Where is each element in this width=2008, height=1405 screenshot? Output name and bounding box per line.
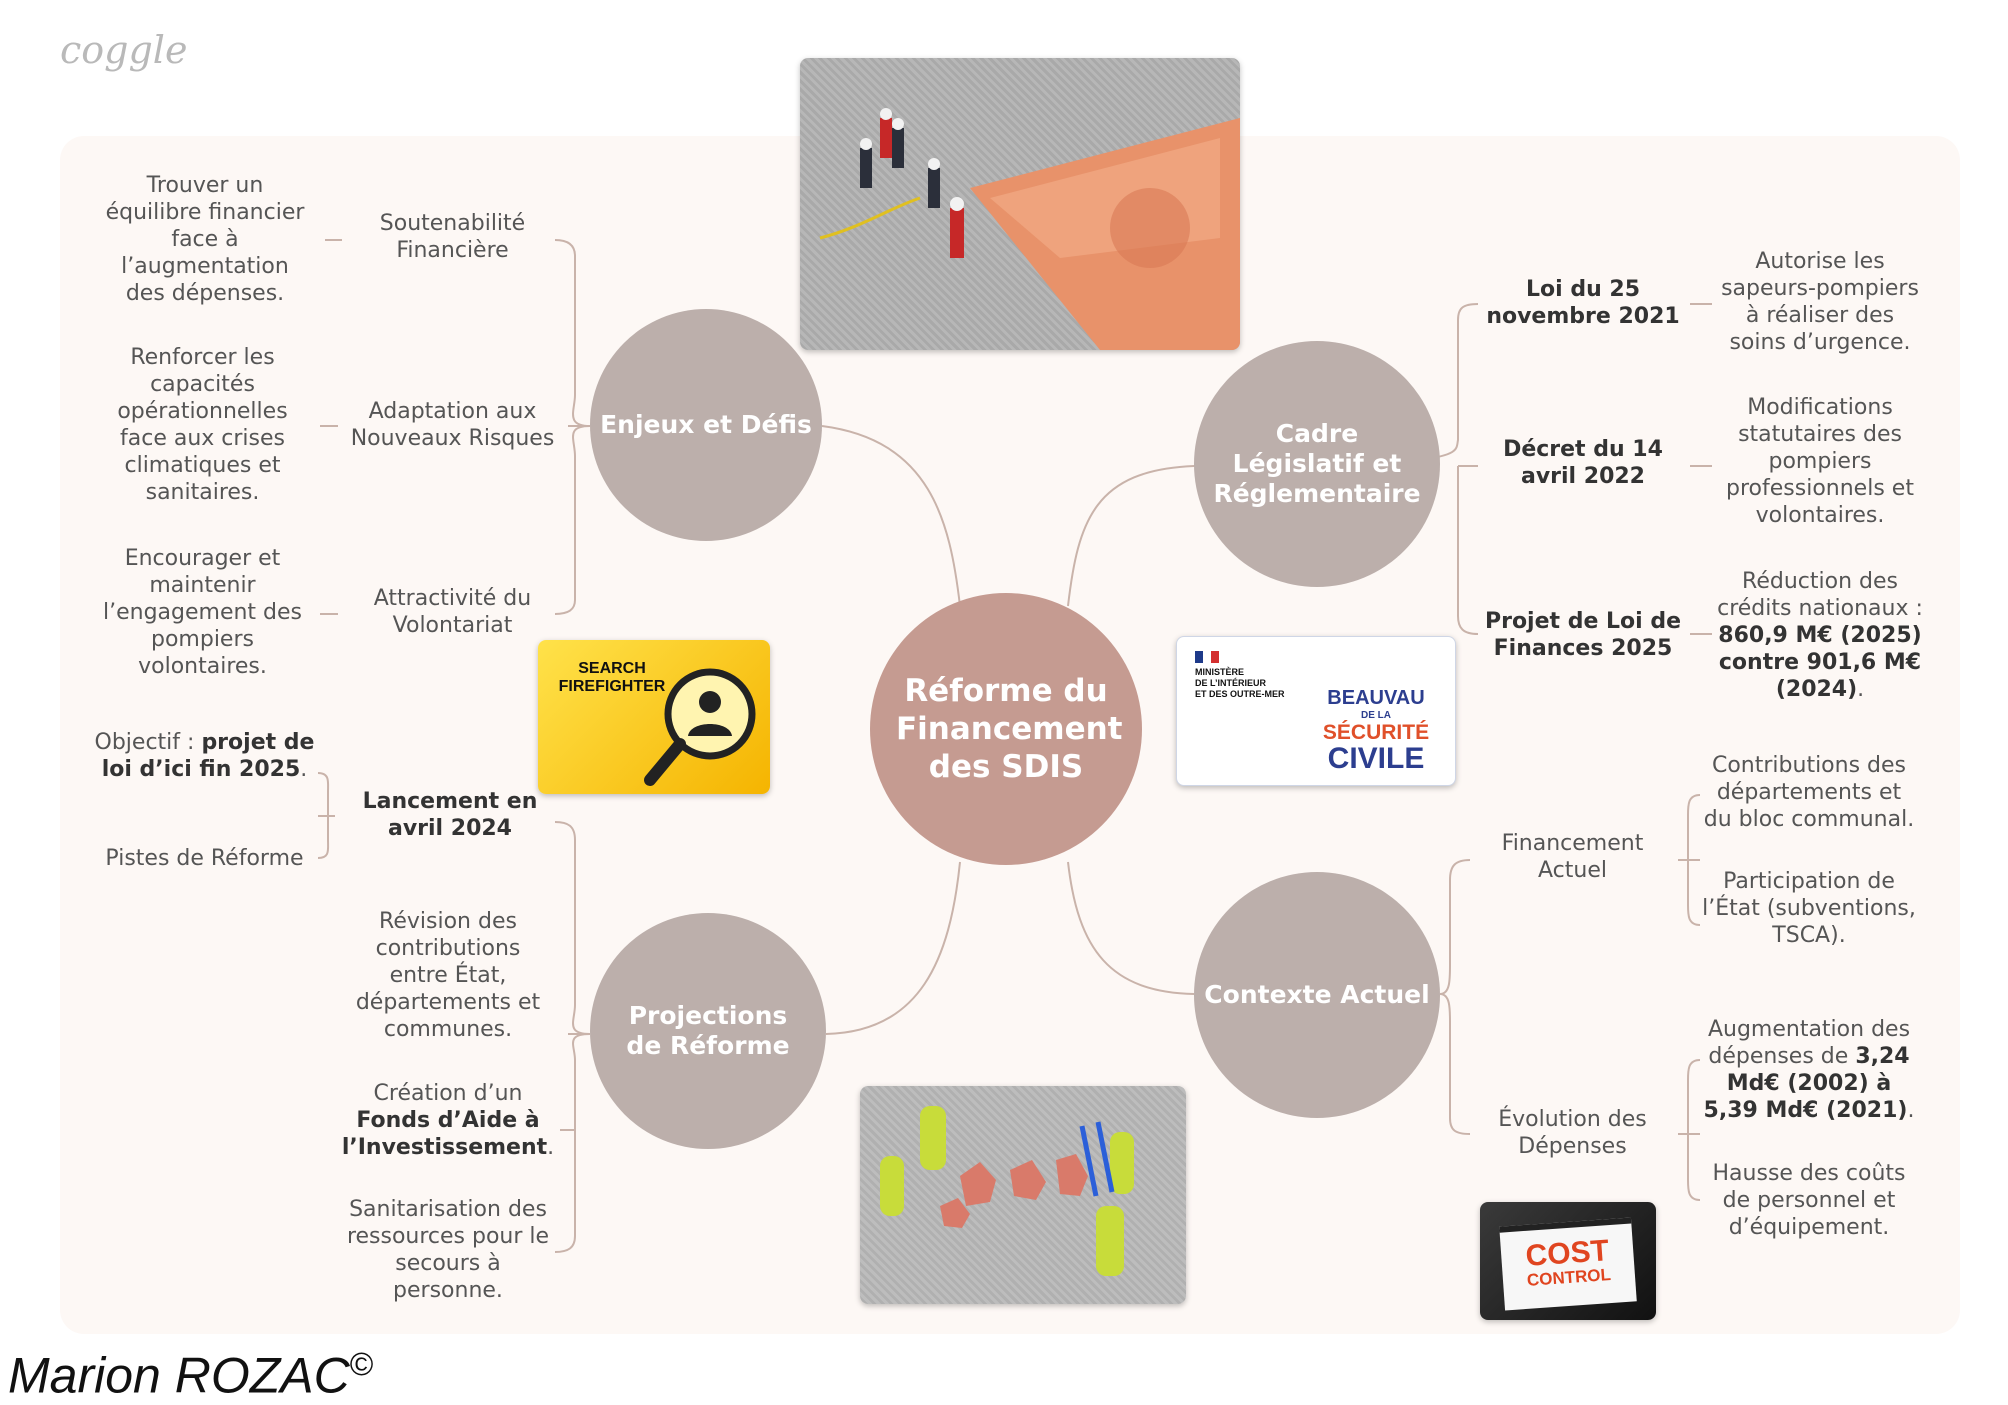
hazmat-figures-graphic [880, 1106, 1134, 1276]
cadre-detail-3: Réduction des crédits nationaux : 860,9 … [1712, 568, 1928, 703]
cost-control-note: COST CONTROL [1499, 1217, 1637, 1311]
contexte-financement-detail-2: Participation de l’État (subventions, TS… [1702, 869, 1916, 948]
magnifier-icon [644, 668, 756, 786]
projections-lancement[interactable]: Lancement en avril 2024 [362, 789, 538, 841]
coggle-logo: coggle [60, 28, 188, 72]
enjeux-item-2[interactable]: Adaptation aux Nouveaux Risques [350, 399, 555, 451]
branch-projections[interactable]: Projections de Réforme [590, 913, 826, 1149]
objectif-post: . [300, 757, 308, 782]
cadre-item-2[interactable]: Décret du 14 avril 2022 [1503, 437, 1663, 489]
projections-item-1[interactable]: Révision des contributions entre État, d… [355, 909, 541, 1042]
branch-cadre-label: Cadre Législatif et Réglementaire [1213, 419, 1421, 508]
enjeux-detail-3: Encourager et maintenir l’engagement des… [102, 546, 303, 679]
beauvau-securite-civile-logo: MINISTÈRE DE L’INTÉRIEUR ET DES OUTRE-ME… [1176, 636, 1456, 786]
beauvau-line1: BEAUVAU [1327, 687, 1425, 709]
projections-item-2[interactable]: Création d’un Fonds d’Aide à l’Investiss… [340, 1080, 556, 1161]
enjeux-detail-2: Renforcer les capacités opérationnelles … [117, 345, 288, 505]
projections-objectif: Objectif : projet de loi d’ici fin 2025. [92, 729, 317, 783]
enjeux-item-3[interactable]: Attractivité du Volontariat [373, 586, 532, 638]
beauvau-line2: DE LA [1361, 710, 1391, 721]
branch-enjeux-label: Enjeux et Défis [600, 410, 812, 439]
hazmat-figures-image [860, 1086, 1186, 1304]
projections-item-2-post: . [547, 1135, 555, 1160]
firefighters-banknote-graphic [819, 108, 1240, 350]
cadre-detail-1: Autorise les sapeurs-pompiers à réaliser… [1721, 249, 1919, 355]
ministere-line3: ET DES OUTRE-MER [1195, 689, 1285, 699]
projections-item-3[interactable]: Sanitarisation des ressources pour le se… [346, 1197, 550, 1303]
projections-item-2-pre: Création d’un [373, 1081, 523, 1106]
center-label: Réforme du Financement des SDIS [896, 673, 1123, 785]
evolution-detail-1-bold: 3,24 Md€ (2002) à 5,39 Md€ (2021) [1703, 1044, 1910, 1123]
branch-enjeux[interactable]: Enjeux et Défis [590, 309, 822, 541]
copyright-icon: © [349, 1346, 374, 1382]
projections-item-2-bold: Fonds d’Aide à l’Investissement [341, 1108, 548, 1160]
branch-projections-label: Projections de Réforme [626, 1001, 790, 1060]
enjeux-item-1[interactable]: Soutenabilité Financière [379, 211, 526, 263]
contexte-financement[interactable]: Financement Actuel [1501, 831, 1644, 883]
cost-control-image: COST CONTROL [1480, 1202, 1656, 1320]
contexte-evolution-detail-2: Hausse des coûts de personnel et d’équip… [1712, 1161, 1906, 1240]
branch-cadre[interactable]: Cadre Législatif et Réglementaire [1194, 341, 1440, 587]
cadre-detail-3-bold: 860,9 M€ (2025) contre 901,6 M€ (2024) [1718, 623, 1922, 702]
center-node[interactable]: Réforme du Financement des SDIS [870, 593, 1142, 865]
cadre-detail-2: Modifications statutaires des pompiers p… [1726, 395, 1914, 528]
ministere-line2: DE L’INTÉRIEUR [1195, 678, 1267, 688]
contexte-evolution[interactable]: Évolution des Dépenses [1498, 1107, 1647, 1159]
search-firefighter-line2: FIREFIGHTER [558, 678, 666, 695]
contexte-evolution-detail-1: Augmentation des dépenses de 3,24 Md€ (2… [1700, 1016, 1918, 1124]
contexte-financement-detail-1: Contributions des départements et du blo… [1703, 753, 1915, 832]
enjeux-detail-1: Trouver un équilibre financier face à l’… [105, 173, 305, 306]
cadre-item-3[interactable]: Projet de Loi de Finances 2025 [1484, 609, 1682, 661]
search-firefighter-image: SEARCH FIREFIGHTER [538, 640, 770, 794]
ministere-line1: MINISTÈRE [1195, 667, 1245, 677]
flag-mark [1195, 651, 1219, 663]
author-signature: Marion ROZAC© [8, 1346, 373, 1405]
search-firefighter-line1: SEARCH [578, 660, 646, 677]
firefighters-banknote-image [800, 58, 1240, 350]
projections-pistes[interactable]: Pistes de Réforme [105, 846, 304, 871]
evolution-detail-1-pre: Augmentation des dépenses de [1707, 1017, 1911, 1069]
evolution-detail-1-post: . [1907, 1098, 1915, 1123]
cadre-item-1[interactable]: Loi du 25 novembre 2021 [1486, 277, 1680, 329]
cadre-detail-3-pre: Réduction des crédits nationaux : [1717, 569, 1923, 621]
branch-contexte[interactable]: Contexte Actuel [1194, 872, 1440, 1118]
objectif-pre: Objectif : [94, 730, 195, 755]
beauvau-line4: CIVILE [1327, 742, 1425, 775]
cadre-detail-3-post: . [1857, 677, 1865, 702]
author-name: Marion ROZAC [8, 1347, 350, 1404]
objectif-bold: projet de loi d’ici fin 2025 [101, 730, 315, 782]
beauvau-line3: SÉCURITÉ [1322, 721, 1430, 744]
branch-contexte-label: Contexte Actuel [1204, 980, 1430, 1009]
